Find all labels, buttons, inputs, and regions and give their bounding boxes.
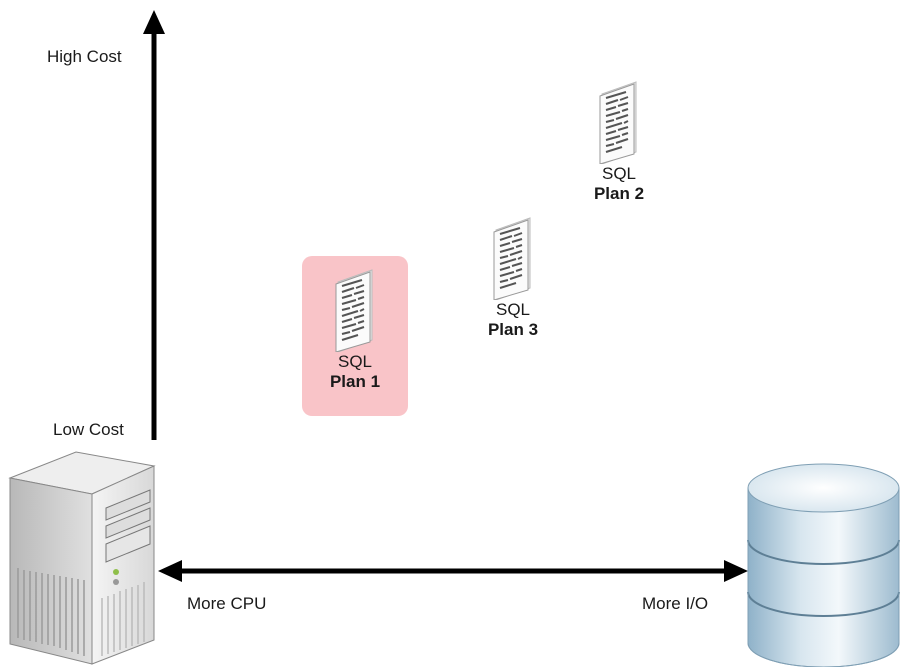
plan-3-line2: Plan 3 bbox=[487, 320, 539, 339]
plan-2-line1: SQL bbox=[601, 164, 637, 183]
sql-plan-3: SQL Plan 3 bbox=[458, 216, 568, 340]
database-cylinder-icon bbox=[747, 463, 900, 667]
more-cpu-label: More CPU bbox=[187, 594, 267, 613]
sql-plan-1: SQL Plan 1 bbox=[300, 268, 410, 392]
sql-document-icon bbox=[335, 269, 373, 352]
server-tower-icon bbox=[8, 451, 156, 665]
sql-plan-2: SQL Plan 2 bbox=[564, 80, 674, 204]
more-io-label: More I/O bbox=[642, 594, 709, 613]
plan-1-line2: Plan 1 bbox=[329, 372, 381, 391]
plan-3-line1: SQL bbox=[495, 300, 531, 319]
high-cost-label: High Cost bbox=[47, 47, 122, 66]
sql-document-icon bbox=[493, 217, 531, 300]
plan-1-line1: SQL bbox=[337, 352, 373, 371]
sql-document-icon bbox=[599, 81, 637, 164]
low-cost-label: Low Cost bbox=[53, 420, 124, 439]
plan-2-line2: Plan 2 bbox=[593, 184, 645, 203]
